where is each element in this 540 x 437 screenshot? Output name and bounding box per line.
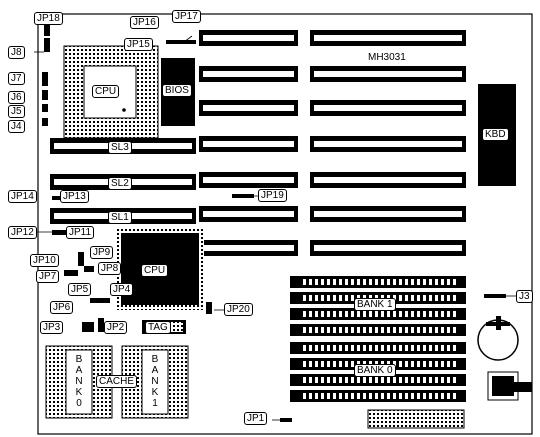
jp1-label: JP1	[244, 412, 268, 425]
j5-label: J5	[8, 105, 25, 118]
j3-label: J3	[516, 290, 533, 303]
jp18-label: JP18	[34, 12, 63, 25]
bottom-header	[367, 409, 465, 429]
jp9-label: JP9	[90, 246, 114, 259]
bank-letter: 0	[76, 398, 82, 409]
jp7-label: JP7	[36, 270, 60, 283]
jp13-label: JP13	[60, 190, 89, 203]
kbd-label: KBD	[482, 128, 509, 141]
cpu-socket-label: CPU	[92, 85, 120, 98]
jp12-label: JP12	[8, 226, 37, 239]
cache-label: CACHE	[96, 375, 138, 388]
jp8-label: JP8	[98, 262, 122, 275]
cache-bank0-vertical: B A N K 0	[74, 354, 84, 409]
cache-bank1-vertical: B A N K 1	[150, 354, 160, 409]
jp11-label: JP11	[66, 226, 95, 239]
leader-lines	[34, 35, 516, 421]
bank0-label: BANK 0	[354, 364, 396, 377]
jp4-label: JP4	[110, 283, 134, 296]
jp6-label: JP6	[50, 301, 74, 314]
jp3-label: JP3	[40, 321, 64, 334]
battery	[477, 316, 519, 361]
jumper-pins	[42, 24, 506, 422]
simm-banks	[290, 276, 466, 402]
sl1-label: SL1	[108, 211, 132, 224]
bank-letter: K	[75, 387, 83, 398]
sl2-label: SL2	[108, 177, 132, 190]
jp20-label: JP20	[224, 303, 253, 316]
jp16-label: JP16	[130, 16, 159, 29]
jp14-label: JP14	[8, 190, 37, 203]
bank1-label: BANK 1	[354, 298, 396, 311]
j7-label: J7	[8, 72, 25, 85]
j8-label: J8	[8, 46, 25, 59]
bank-letter: N	[151, 376, 159, 387]
bank-letter: A	[75, 365, 83, 376]
jp5-label: JP5	[68, 283, 92, 296]
bank-letter: B	[151, 354, 159, 365]
jp10-label: JP10	[30, 254, 59, 267]
bank-letter: 1	[152, 398, 158, 409]
bank-letter: A	[151, 365, 159, 376]
cpu-main-label: CPU	[141, 264, 169, 277]
jp19-label: JP19	[258, 189, 287, 202]
bank-letter: B	[75, 354, 83, 365]
jp17-label: JP17	[172, 10, 201, 23]
jp15-label: JP15	[124, 38, 153, 51]
j4-label: J4	[8, 120, 25, 133]
bank-letter: K	[151, 387, 159, 398]
power-connector	[487, 371, 532, 401]
board-model: MH3031	[368, 52, 406, 63]
bank-letter: N	[75, 376, 83, 387]
j6-label: J6	[8, 91, 25, 104]
bios-label: BIOS	[162, 84, 192, 97]
sl3-label: SL3	[108, 141, 132, 154]
expansion-slots	[199, 30, 466, 256]
tag-label: TAG	[145, 321, 171, 334]
jp2-label: JP2	[104, 321, 128, 334]
